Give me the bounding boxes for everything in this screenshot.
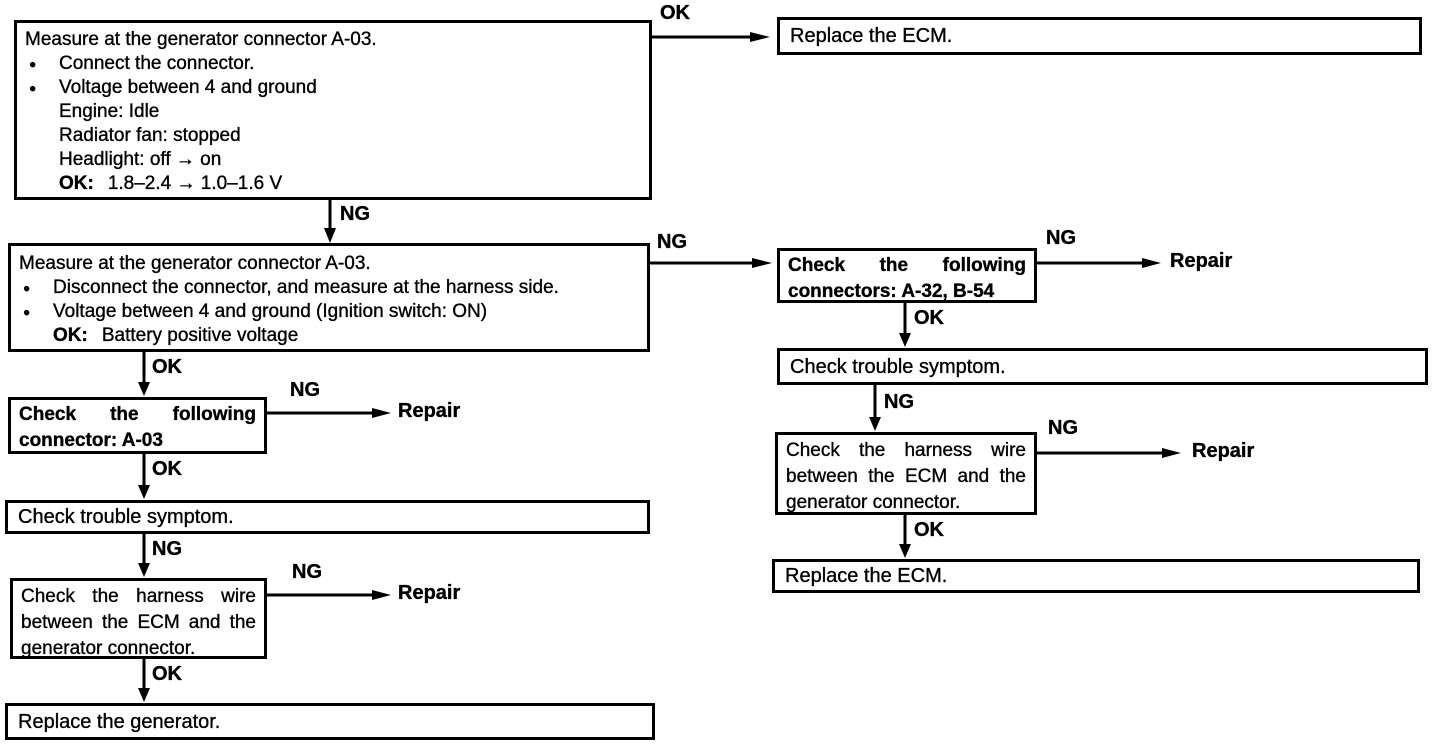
result-repair: Repair — [398, 400, 461, 422]
arrowhead-ng-1 — [324, 228, 336, 243]
step-line: connectors: A-32, B-54 — [788, 281, 995, 302]
step-line: Check the harness wire — [21, 586, 256, 607]
arrowhead-ng-11 — [869, 417, 881, 431]
arrowhead-ng-7 — [372, 590, 391, 600]
step-line: between the ECM and the — [786, 466, 1026, 487]
step-text: Check trouble symptom. — [18, 506, 234, 528]
arrowhead-ng-6 — [138, 563, 150, 577]
result-text: Replace the ECM. — [790, 25, 953, 47]
edge-label-ok: OK — [660, 2, 690, 24]
bullet-row: ● Voltage between 4 and ground (Ignition… — [11, 300, 647, 324]
arrowhead-ng-9 — [1142, 258, 1161, 268]
arrowhead-ok-3 — [138, 382, 150, 396]
bullet-icon: ● — [23, 305, 31, 319]
arrowhead-ng-4 — [372, 408, 391, 418]
edge-label-ng: NG — [1046, 227, 1076, 249]
arrowhead-ok-10 — [899, 333, 911, 347]
arrowhead-ok-8 — [138, 688, 150, 702]
step-line: generator connector. — [21, 638, 196, 659]
edge-label-ng: NG — [292, 561, 322, 583]
result-replace-ecm-top: Replace the ECM. — [777, 17, 1422, 55]
bullet-row: ● Connect the connector. — [17, 52, 649, 76]
ok-value: 1.8–2.4 → 1.0–1.6 V — [107, 173, 283, 194]
step-check-connector-a03: Check the following connector: A-03 — [8, 397, 267, 454]
step-line: connector: A-03 — [19, 430, 163, 451]
step-line: Check the following — [19, 404, 256, 425]
bullet-icon: ● — [29, 57, 37, 71]
arrowhead-ok-top — [750, 32, 770, 42]
edge-label-ok: OK — [914, 307, 944, 329]
edge-label-ok: OK — [152, 356, 182, 378]
step-line: Check the following — [788, 255, 1026, 276]
ok-criteria: OK: 1.8–2.4 → 1.0–1.6 V — [17, 172, 649, 196]
edge-label-ng: NG — [657, 231, 687, 253]
arrowhead-ok-5 — [138, 485, 150, 499]
bullet-row: ● Voltage between 4 and ground — [17, 76, 649, 100]
step-measure-idle-voltage: Measure at the generator connector A-03.… — [14, 20, 652, 200]
edge-label-ng: NG — [290, 379, 320, 401]
bullet-text: Disconnect the connector, and measure at… — [53, 277, 559, 298]
bullet-icon: ● — [23, 281, 31, 295]
step-measure-harness-voltage: Measure at the generator connector A-03.… — [8, 243, 650, 352]
edge-label-ng: NG — [884, 391, 914, 413]
result-text: Replace the ECM. — [785, 565, 948, 587]
ok-criteria: OK: Battery positive voltage — [11, 324, 647, 348]
step-line: Check the harness wire — [786, 440, 1026, 461]
arrowhead-ng-2 — [752, 258, 772, 268]
ok-prefix: OK: — [59, 173, 94, 194]
bullet-text: Voltage between 4 and ground (Ignition s… — [53, 301, 488, 322]
ok-prefix: OK: — [53, 325, 88, 346]
step-title: Measure at the generator connector A-03. — [25, 29, 377, 50]
edge-label-ng: NG — [340, 203, 370, 225]
step-text: Check trouble symptom. — [790, 355, 1006, 378]
step-check-connectors-a32-b54: Check the following connectors: A-32, B-… — [777, 248, 1037, 303]
step-check-trouble-symptom-left: Check trouble symptom. — [5, 500, 650, 534]
step-check-harness-wire-left: Check the harness wire between the ECM a… — [10, 578, 267, 659]
step-title: Measure at the generator connector A-03. — [19, 253, 371, 274]
result-replace-ecm-bottom: Replace the ECM. — [772, 559, 1420, 593]
result-repair: Repair — [1192, 440, 1255, 462]
step-check-harness-wire-right: Check the harness wire between the ECM a… — [775, 432, 1037, 515]
bullet-icon: ● — [29, 81, 37, 95]
edge-label-ng: NG — [1048, 417, 1078, 439]
bullet-text: Voltage between 4 and ground — [59, 77, 317, 98]
edge-label-ok: OK — [914, 519, 944, 541]
result-text: Replace the generator. — [18, 710, 221, 733]
step-line: between the ECM and the — [21, 612, 256, 633]
arrowhead-ng-12 — [1162, 448, 1181, 458]
edge-label-ok: OK — [152, 458, 182, 480]
ok-value: Battery positive voltage — [101, 325, 299, 346]
result-replace-generator: Replace the generator. — [5, 703, 655, 740]
edge-label-ng: NG — [152, 538, 182, 560]
bullet-text: Connect the connector. — [59, 53, 255, 74]
arrowhead-ok-13 — [899, 544, 911, 558]
condition-line: Radiator fan: stopped — [59, 125, 241, 146]
step-check-trouble-symptom-right: Check trouble symptom. — [777, 348, 1428, 385]
result-repair: Repair — [398, 582, 461, 604]
condition-line: Headlight: off → on — [59, 149, 222, 170]
step-line: generator connector. — [786, 492, 961, 513]
bullet-row: ● Disconnect the connector, and measure … — [11, 276, 647, 300]
result-repair: Repair — [1170, 250, 1233, 272]
edge-label-ok: OK — [152, 663, 182, 685]
condition-line: Engine: Idle — [59, 101, 160, 122]
